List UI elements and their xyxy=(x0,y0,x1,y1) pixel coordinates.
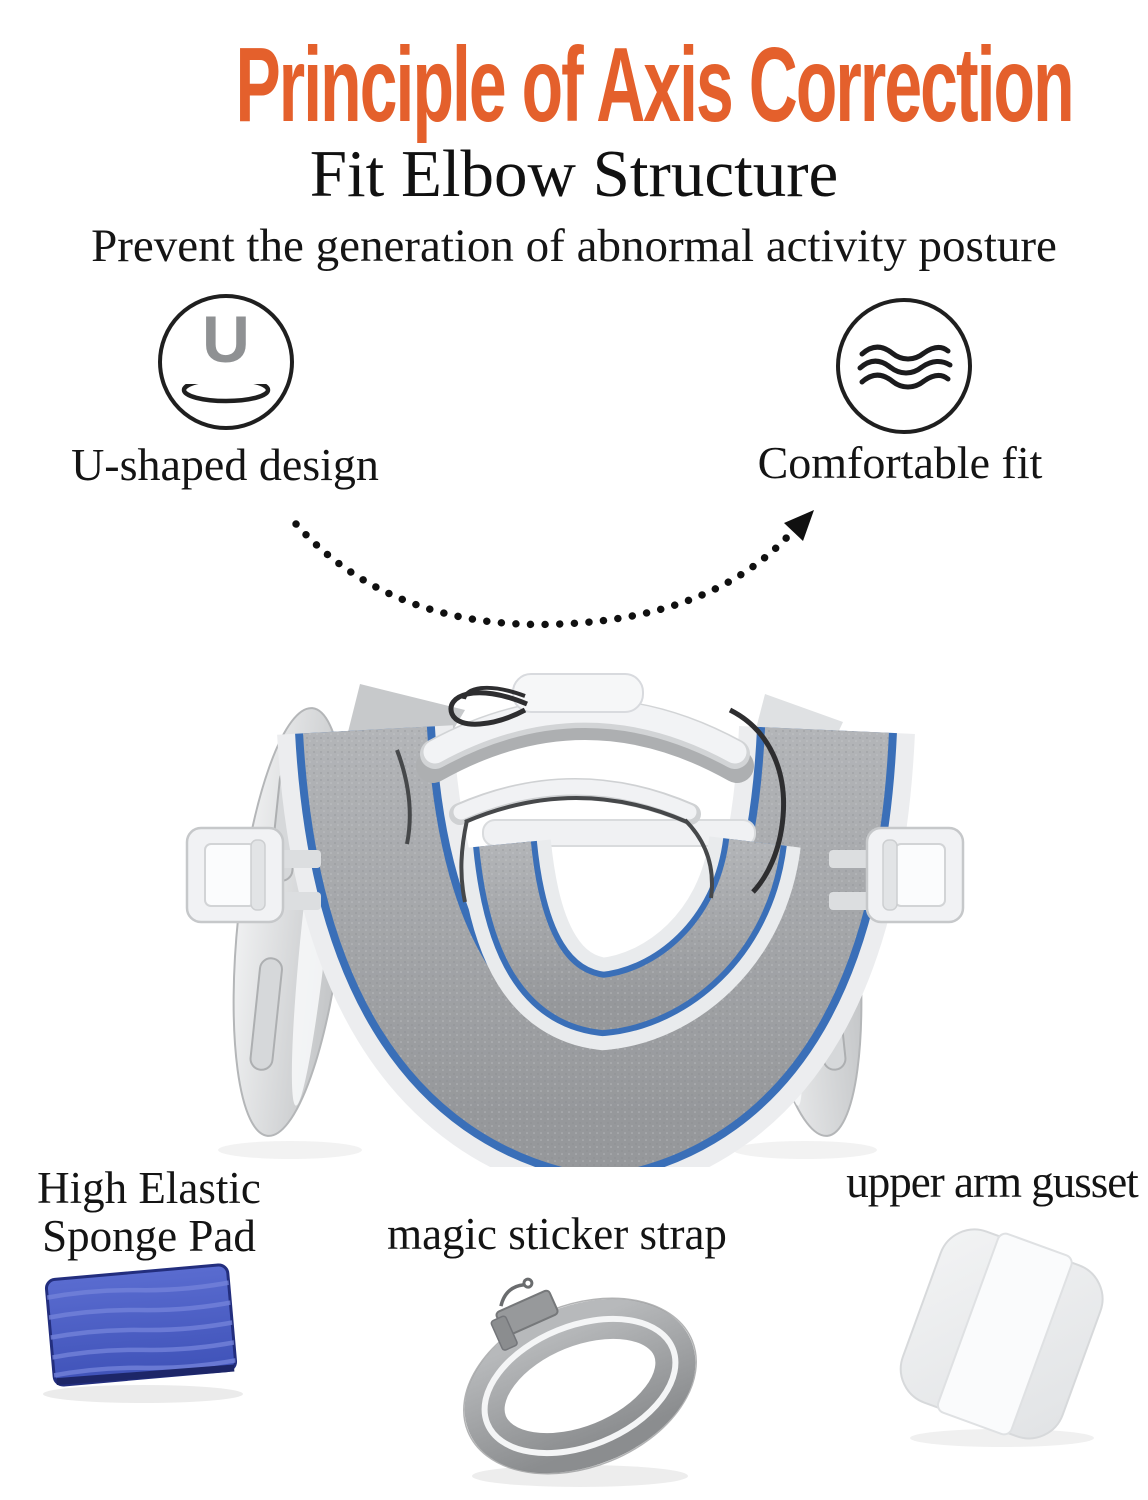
sponge-pad-label-line2: Sponge Pad xyxy=(42,1211,256,1261)
u-shape-icon: U xyxy=(158,294,294,430)
page-title-text: Principle of Axis Correction xyxy=(235,26,1074,144)
arm-gusset-label: upper arm gusset xyxy=(846,1157,1138,1207)
rotation-ellipse-icon xyxy=(181,376,271,404)
page-tagline: Prevent the generation of abnormal activ… xyxy=(91,220,1057,272)
left-buckle xyxy=(185,826,321,924)
page-title: Principle of Axis Correction xyxy=(0,26,1148,144)
sponge-pad-label: High Elastic Sponge Pad xyxy=(24,1164,274,1260)
wave-lines xyxy=(857,344,953,390)
right-buckle xyxy=(829,826,965,924)
upper-arch-strap xyxy=(416,698,754,783)
sponge-pad-image xyxy=(43,1263,243,1403)
lower-arch-strap xyxy=(449,778,701,825)
wire-frame xyxy=(395,749,714,903)
main-u-pad xyxy=(277,724,915,1167)
feature-label-comfortable: Comfortable fit xyxy=(757,437,1043,488)
dotted-curved-arrow xyxy=(292,510,814,629)
strap-buckle xyxy=(490,1277,559,1351)
arm-gusset-image xyxy=(899,1228,1104,1447)
page-subtitle: Fit Elbow Structure xyxy=(309,137,839,211)
sponge-pad-label-line1: High Elastic xyxy=(37,1163,261,1213)
sticker-strap-label: magic sticker strap xyxy=(387,1209,727,1259)
sticker-strap-image xyxy=(463,1277,697,1487)
inner-u-pad xyxy=(459,834,801,1051)
top-cap-pad xyxy=(512,673,644,713)
u-shape-icon-glyph: U xyxy=(202,302,250,376)
waves-icon xyxy=(836,298,972,434)
top-wire-loop xyxy=(448,685,787,894)
feature-label-u-shaped: U-shaped design xyxy=(71,439,379,490)
elbow-brace-product-image xyxy=(185,673,965,1167)
